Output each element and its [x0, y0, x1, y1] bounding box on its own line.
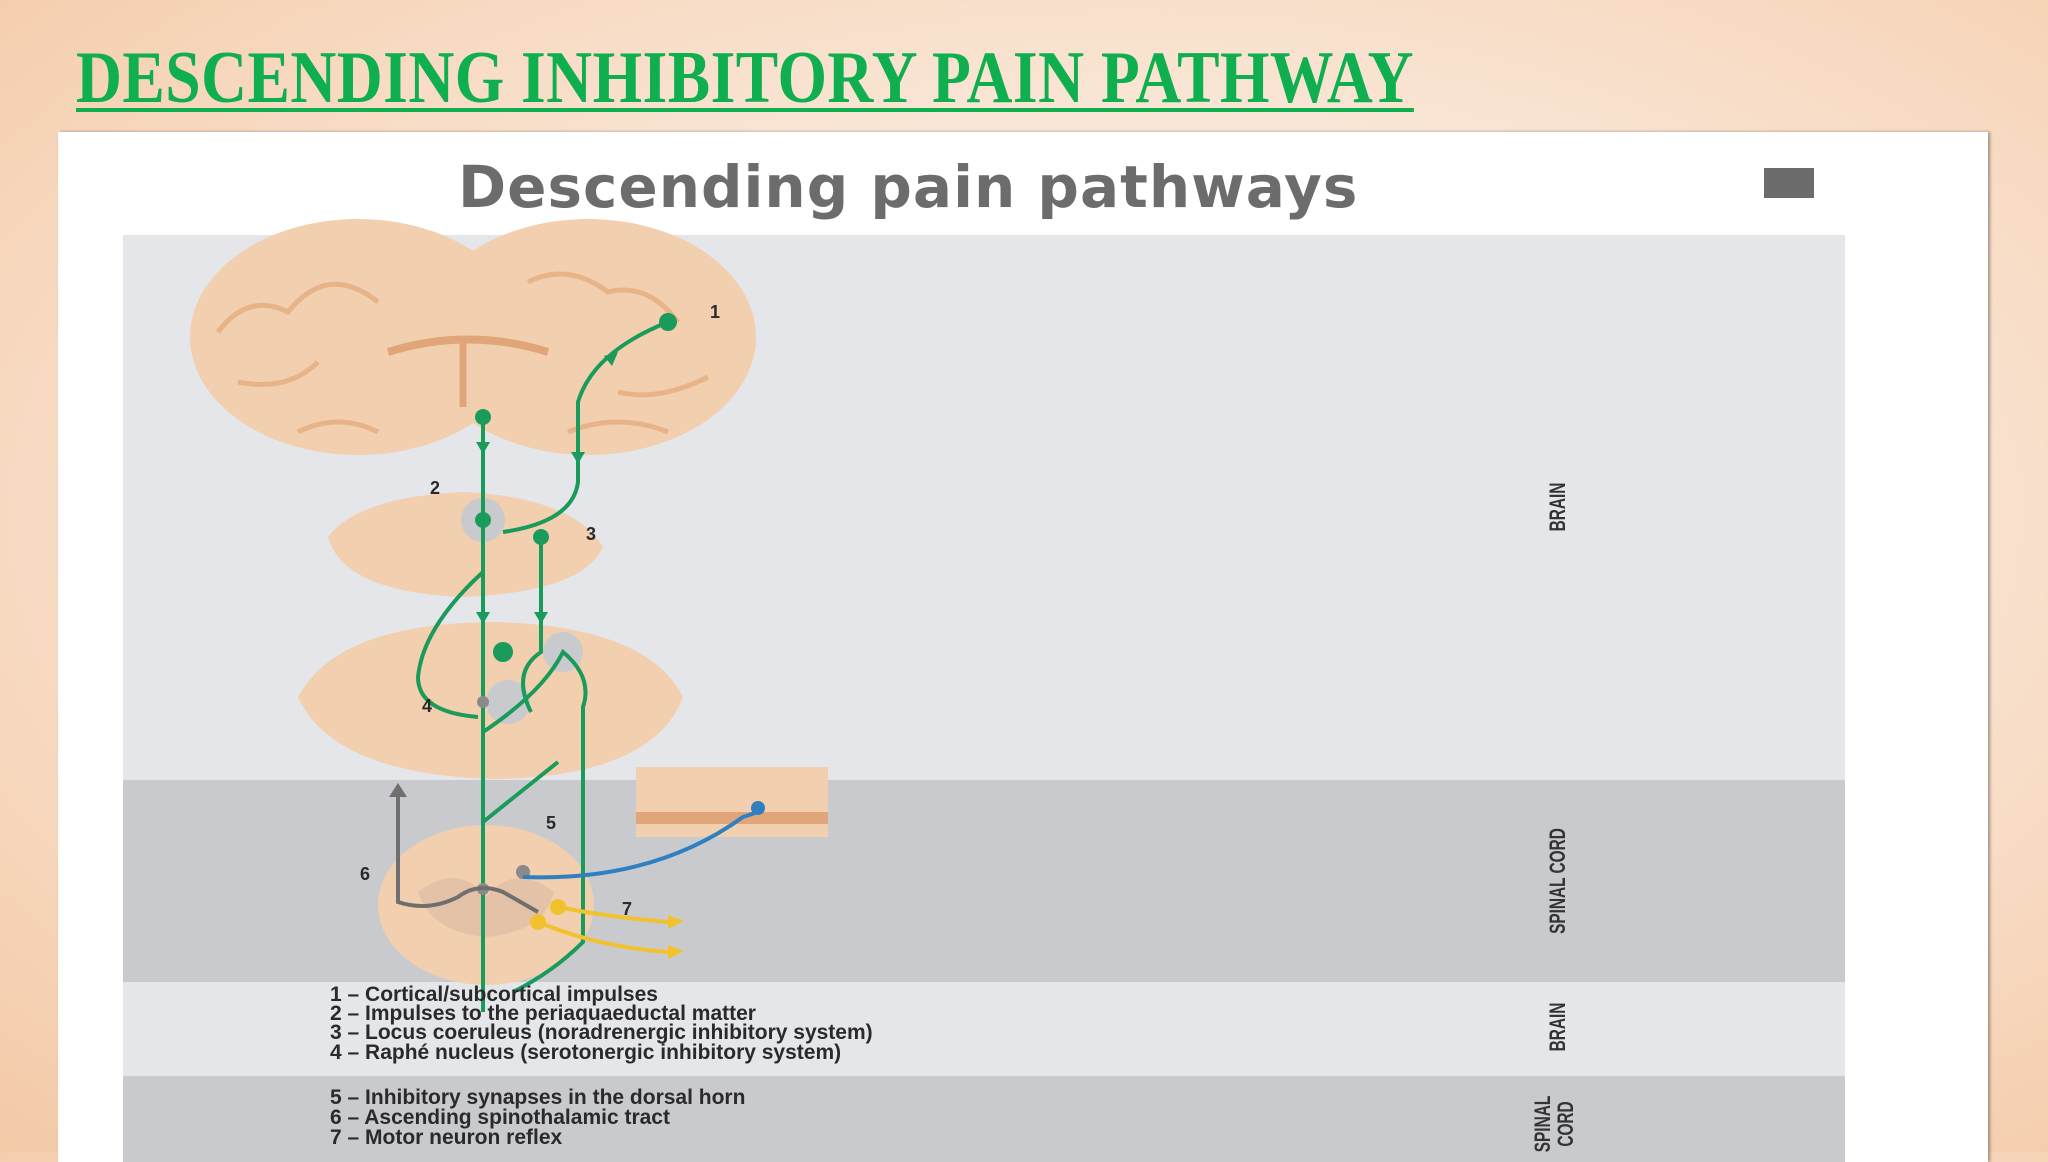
figure-title: Descending pain pathways — [458, 153, 1359, 221]
motor-reflex — [530, 899, 684, 959]
pathway-diagram: 1 2 3 4 5 6 7 — [190, 219, 828, 1012]
legend-item-5: 5 – Inhibitory synapses in the dorsal ho… — [330, 1086, 746, 1109]
side-label-legend-brain: BRAIN — [1545, 1002, 1570, 1052]
medulla-section — [298, 622, 683, 779]
legend-item-3: 3 – Locus coeruleus (noradrenergic inhib… — [330, 1021, 873, 1044]
brain-illustration — [190, 219, 756, 455]
diagram-number-2: 2 — [430, 478, 440, 498]
diagram-number-7: 7 — [622, 899, 632, 919]
diagram-number-5: 5 — [546, 813, 556, 833]
legend-item-6: 6 – Ascending spinothalamic tract — [330, 1106, 670, 1129]
diagram-number-1: 1 — [710, 302, 720, 322]
diagram-number-6: 6 — [360, 864, 370, 884]
spinal-cord-section — [378, 825, 594, 985]
ascending-tract — [396, 792, 539, 914]
descending-pathways — [415, 313, 677, 1012]
legend-item-4: 4 – Raphé nucleus (serotonergic inhibito… — [330, 1041, 842, 1064]
diagram-number-4: 4 — [422, 696, 432, 716]
title-square-marker — [1764, 168, 1814, 198]
side-label-legend-spinal-2: CORD — [1553, 1101, 1578, 1147]
afferent-fiber — [522, 810, 759, 880]
figure-card: Descending pain pathways — [58, 132, 1988, 1162]
side-label-brain: BRAIN — [1545, 482, 1570, 532]
side-label-spinal-cord: SPINAL CORD — [1545, 828, 1570, 934]
slide-title: DESCENDING INHIBITORY PAIN PATHWAY — [76, 37, 1414, 119]
legend-item-2: 2 – Impulses to the periaquaeductal matt… — [330, 1002, 756, 1025]
legend-item-7: 7 – Motor neuron reflex — [330, 1126, 563, 1149]
legend-brain-panel — [123, 982, 1845, 1076]
diagram-number-3: 3 — [586, 524, 596, 544]
midbrain-section — [328, 492, 603, 597]
legend-item-1: 1 – Cortical/subcortical impulses — [330, 983, 658, 1006]
legend-spinal-panel — [123, 1076, 1845, 1162]
